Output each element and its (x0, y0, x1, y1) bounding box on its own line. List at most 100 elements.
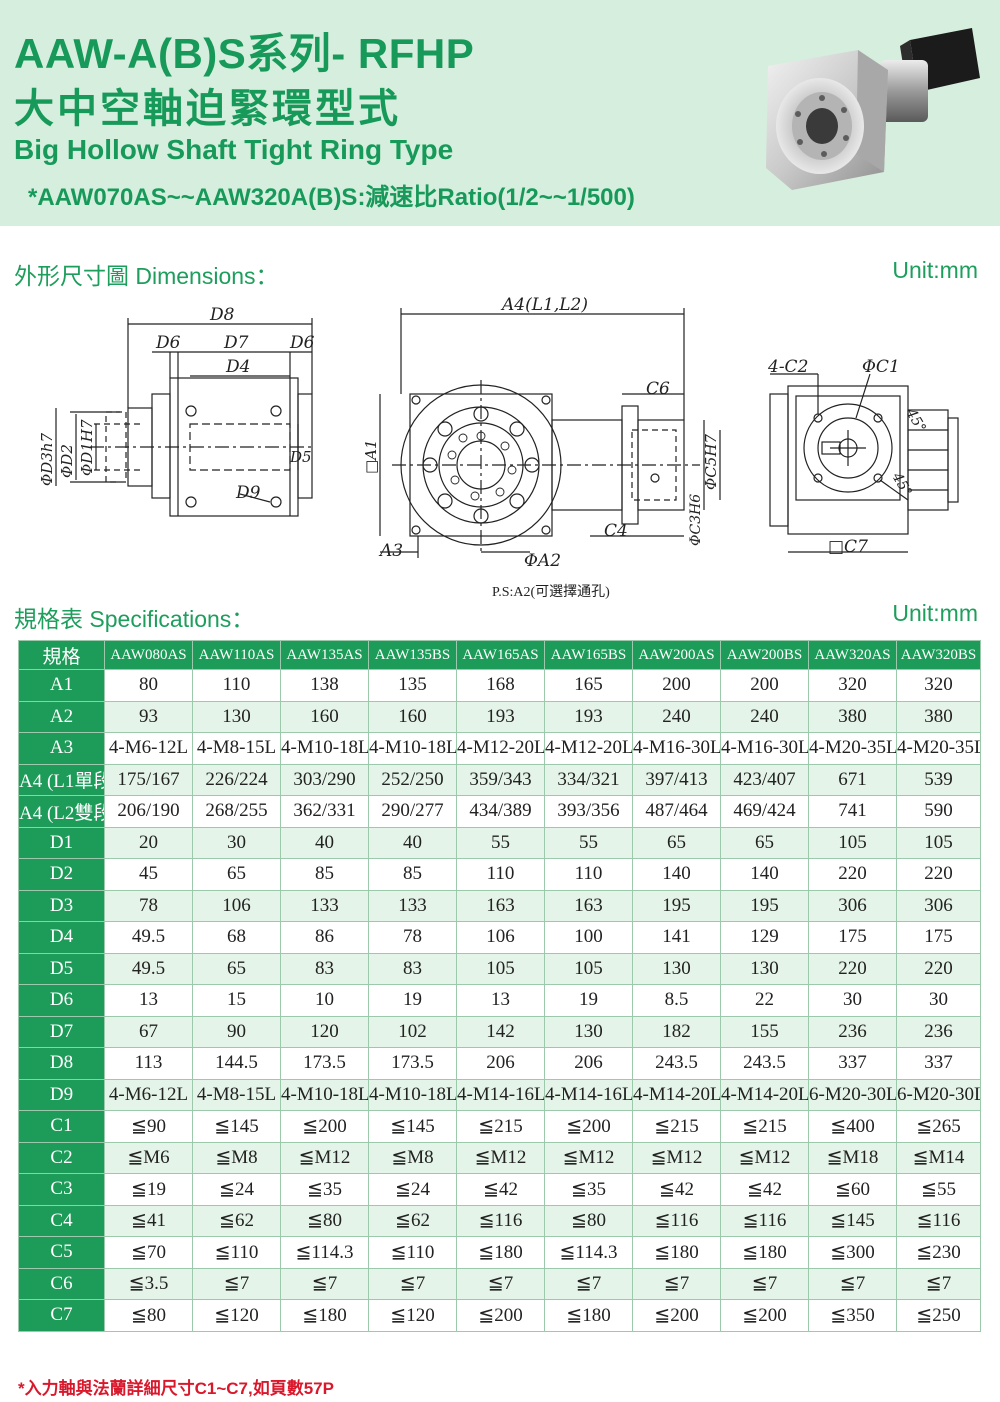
table-cell: 306 (896, 889, 981, 922)
table-cell: 4-M8-15L (192, 732, 281, 765)
table-cell: ≦24 (368, 1173, 457, 1206)
table-cell: 163 (456, 889, 545, 922)
label-a1: □A1 (362, 439, 380, 474)
table-cell: 4-M10-18L (368, 732, 457, 765)
table-cell: ≦200 (456, 1299, 545, 1332)
table-cell: 80 (104, 669, 193, 702)
table-cell: 140 (720, 858, 809, 891)
table-cell: 220 (896, 952, 981, 985)
page-subtitle: Big Hollow Shaft Tight Ring Type (14, 134, 454, 165)
table-row: A4 (L1單段)175/167226/224303/290252/250359… (18, 763, 981, 796)
table-cell: 226/224 (192, 763, 281, 796)
table-cell: ≦180 (632, 1236, 721, 1269)
table-cell: 163 (544, 889, 633, 922)
table-cell: 110 (544, 858, 633, 891)
table-cell: ≦200 (280, 1110, 369, 1143)
table-cell: 100 (544, 921, 633, 954)
label-c4: C4 (604, 521, 628, 541)
table-cell: 4-M20-35L (896, 732, 981, 765)
table-cell: 195 (720, 889, 809, 922)
table-row: A4 (L2雙段)206/190268/255362/331290/277434… (18, 795, 981, 828)
table-cell: 105 (808, 826, 897, 859)
table-cell: 393/356 (544, 795, 633, 828)
model-header: AAW200BS (720, 640, 809, 670)
table-cell: ≦120 (192, 1299, 281, 1332)
table-cell: 243.5 (720, 1047, 809, 1080)
table-cell: ≦200 (720, 1299, 809, 1332)
table-cell: 135 (368, 669, 457, 702)
row-label: C1 (18, 1110, 105, 1143)
table-row: C2≦M6≦M8≦M12≦M8≦M12≦M12≦M12≦M12≦M18≦M14 (18, 1141, 981, 1174)
table-cell: 6-M20-30L (896, 1078, 981, 1111)
row-label: A2 (18, 700, 105, 733)
table-cell: 83 (368, 952, 457, 985)
table-cell: 306 (808, 889, 897, 922)
table-cell: ≦M12 (632, 1141, 721, 1174)
table-cell: 303/290 (280, 763, 369, 796)
label-d4: D4 (225, 357, 250, 377)
table-cell: 30 (808, 984, 897, 1017)
row-label: D5 (18, 952, 105, 985)
table-cell: 85 (368, 858, 457, 891)
table-cell: 168 (456, 669, 545, 702)
table-cell: ≦42 (632, 1173, 721, 1206)
table-cell: 8.5 (632, 984, 721, 1017)
table-cell: 4-M8-15L (192, 1078, 281, 1111)
table-cell: 175/167 (104, 763, 193, 796)
table-cell: 362/331 (280, 795, 369, 828)
row-label: D1 (18, 826, 105, 859)
table-cell: ≦M12 (544, 1141, 633, 1174)
table-cell: ≦114.3 (544, 1236, 633, 1269)
table-cell: 110 (456, 858, 545, 891)
table-row: C3≦19≦24≦35≦24≦42≦35≦42≦42≦60≦55 (18, 1173, 981, 1206)
table-cell: ≦3.5 (104, 1267, 193, 1300)
table-cell: 539 (896, 763, 981, 796)
table-cell: 20 (104, 826, 193, 859)
table-cell: ≦7 (368, 1267, 457, 1300)
table-cell: 487/464 (632, 795, 721, 828)
table-cell: 206 (456, 1047, 545, 1080)
table-cell: ≦35 (544, 1173, 633, 1206)
table-cell: 120 (280, 1015, 369, 1048)
table-cell: 4-M6-12L (104, 732, 193, 765)
table-cell: 130 (544, 1015, 633, 1048)
table-cell: 30 (192, 826, 281, 859)
table-row: C1≦90≦145≦200≦145≦215≦200≦215≦215≦400≦26… (18, 1110, 981, 1143)
row-label: A3 (18, 732, 105, 765)
label-d6-left: D6 (155, 333, 181, 353)
model-header: AAW135BS (368, 640, 457, 670)
table-row: C5≦70≦110≦114.3≦110≦180≦114.3≦180≦180≦30… (18, 1236, 981, 1269)
table-cell: ≦400 (808, 1110, 897, 1143)
table-cell: 4-M10-18L (280, 732, 369, 765)
table-cell: 160 (368, 700, 457, 733)
header-banner: AAW-A(B)S系列- RFHP 大中空軸迫緊環型式 Big Hollow S… (0, 0, 1000, 226)
table-cell: 334/321 (544, 763, 633, 796)
table-cell: ≦7 (544, 1267, 633, 1300)
row-label: D8 (18, 1047, 105, 1080)
row-label: C6 (18, 1267, 105, 1300)
table-cell: 30 (896, 984, 981, 1017)
table-cell: 4-M12-20L (544, 732, 633, 765)
gearbox-photo (766, 28, 980, 190)
row-label: D2 (18, 858, 105, 891)
table-cell: ≦62 (368, 1204, 457, 1237)
table-cell: ≦42 (720, 1173, 809, 1206)
model-header: AAW200AS (632, 640, 721, 670)
specifications-unit-label: Unit:mm (892, 600, 978, 626)
table-cell: 65 (192, 858, 281, 891)
label-d6-right: D6 (289, 333, 315, 353)
table-cell: ≦145 (808, 1204, 897, 1237)
table-cell: ≦60 (808, 1173, 897, 1206)
table-cell: 240 (632, 700, 721, 733)
table-cell: 78 (368, 921, 457, 954)
row-label: D4 (18, 921, 105, 954)
label-c6: C6 (646, 379, 670, 399)
label-d1: ΦD1H7 (78, 419, 96, 476)
footnote: *入力軸與法蘭詳細尺寸C1~C7,如頁數57P (18, 1379, 334, 1398)
